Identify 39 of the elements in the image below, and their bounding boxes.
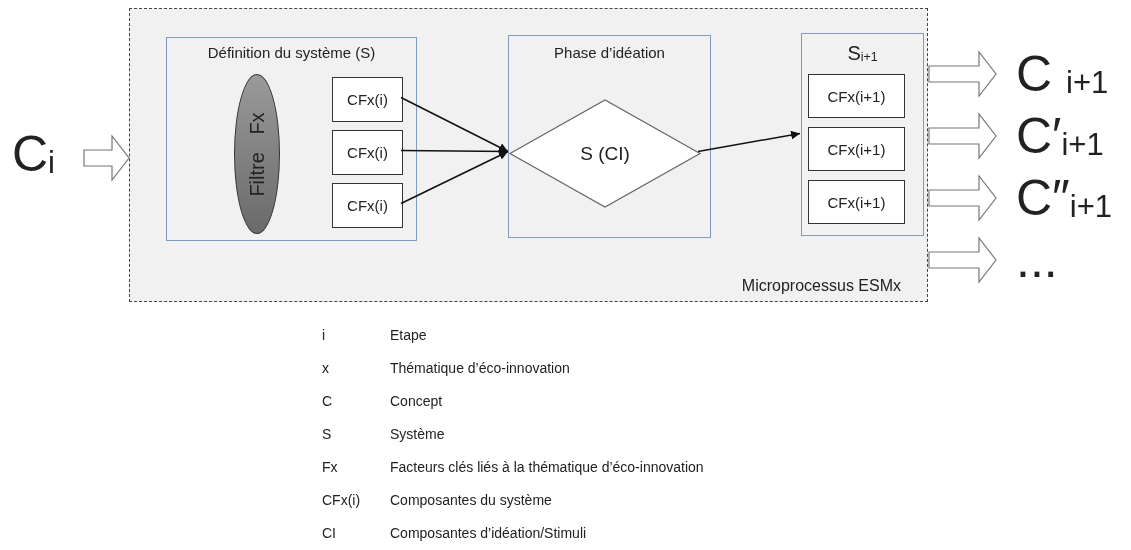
block-arrow (83, 134, 130, 182)
concept-label: ... (996, 236, 1126, 284)
block-arrow (928, 236, 997, 284)
process-frame (129, 8, 928, 302)
group-box (166, 37, 417, 241)
legend-description: Système (390, 425, 446, 444)
legend-description: Etape (390, 326, 428, 345)
legend-symbol: C (322, 392, 334, 411)
legend-description: Composantes d’idéation/Stimuli (390, 524, 588, 543)
component-box: CFx(i) (332, 183, 403, 228)
legend-symbol: x (322, 359, 330, 378)
legend-description: Concept (390, 392, 444, 411)
block-arrow (928, 50, 997, 98)
group-title: S$_{i+1}$ (846, 42, 879, 65)
legend-symbol: CI (322, 524, 337, 543)
block-arrow (928, 174, 997, 222)
arrow (697, 130, 801, 153)
frame-label: Microprocessus ESMx (741, 277, 901, 295)
component-box: CFx(i) (332, 130, 403, 175)
group-box (508, 35, 711, 238)
group-title: Définition du système (S) (206, 44, 377, 61)
legend-symbol: i (322, 326, 327, 345)
component-box: CFx(i+1) (808, 74, 905, 118)
legend-description: Thématique d’éco-innovation (390, 359, 571, 378)
component-box: CFx(i+1) (808, 127, 905, 171)
arrow (400, 96, 509, 153)
legend-symbol: Fx (322, 458, 339, 477)
block-arrow (928, 112, 997, 160)
legend-description: Facteurs clés liés à la thématique d’éco-innovation (390, 458, 704, 477)
filter-label: Filtre Fx (245, 111, 269, 197)
legend-symbol: S (322, 425, 333, 444)
legend-description: Composantes du système (390, 491, 553, 510)
group-box (801, 33, 924, 236)
component-box: CFx(i) (332, 77, 403, 122)
legend-symbol: CFx(i) (322, 491, 362, 510)
component-box: CFx(i+1) (808, 180, 905, 224)
group-title: Phase d’idéation (553, 44, 666, 61)
diamond-label: S (CI) (579, 142, 631, 165)
arrow (400, 150, 509, 205)
